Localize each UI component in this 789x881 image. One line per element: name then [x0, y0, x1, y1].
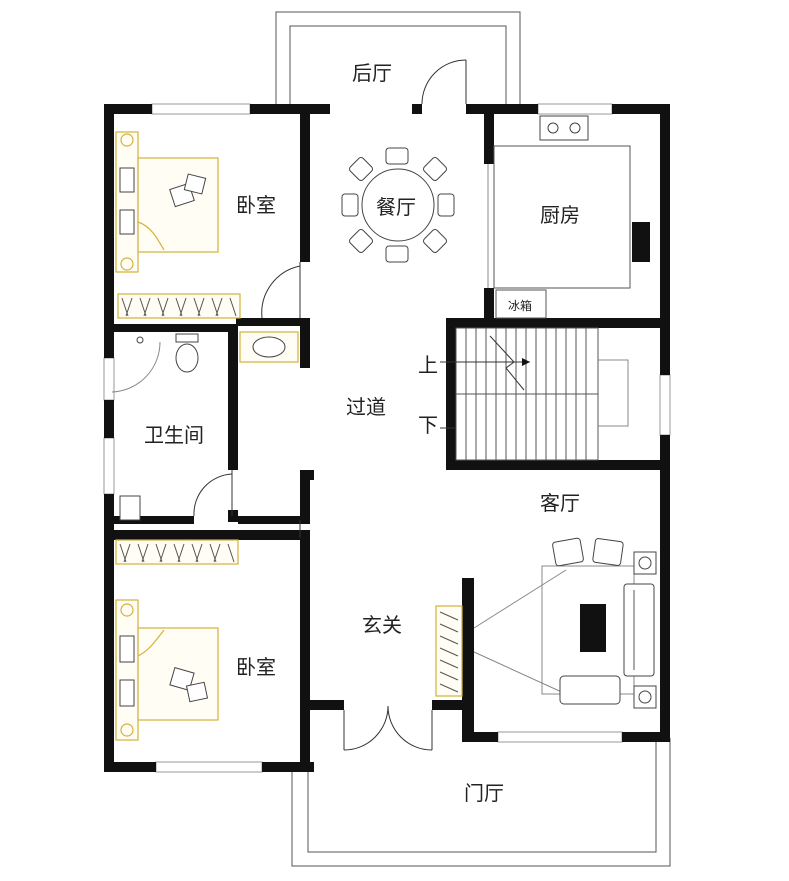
bottom-bedroom-wardrobe — [115, 539, 239, 565]
label-corridor: 过道 — [346, 396, 386, 419]
label-bathroom: 卫生间 — [144, 424, 204, 447]
label-bedroom-top: 卧室 — [236, 194, 276, 217]
kitchen-fixtures — [493, 115, 650, 319]
bathroom-fixtures — [119, 331, 299, 521]
label-front-porch: 门厅 — [464, 782, 504, 805]
bottom-bedroom-bed — [115, 599, 219, 741]
label-dining: 餐厅 — [376, 196, 416, 219]
label-stair-down: 下 — [418, 415, 438, 437]
dining-table — [341, 147, 455, 263]
entry-cabinet — [435, 605, 463, 697]
label-back-hall: 后厅 — [352, 62, 392, 85]
label-entry: 玄关 — [362, 614, 402, 637]
front-porch-outline — [291, 738, 671, 867]
label-fridge: 冰箱 — [508, 298, 532, 313]
walls — [104, 104, 670, 772]
top-bedroom-wardrobe — [117, 293, 241, 319]
staircase — [440, 327, 629, 461]
top-bedroom-bed — [115, 131, 219, 273]
label-stair-up: 上 — [418, 354, 438, 377]
label-kitchen: 厨房 — [540, 204, 580, 227]
back-hall-outline — [275, 11, 521, 104]
label-bedroom-bottom: 卧室 — [236, 656, 276, 679]
living-room-furniture — [473, 537, 657, 709]
label-living: 客厅 — [540, 492, 580, 515]
